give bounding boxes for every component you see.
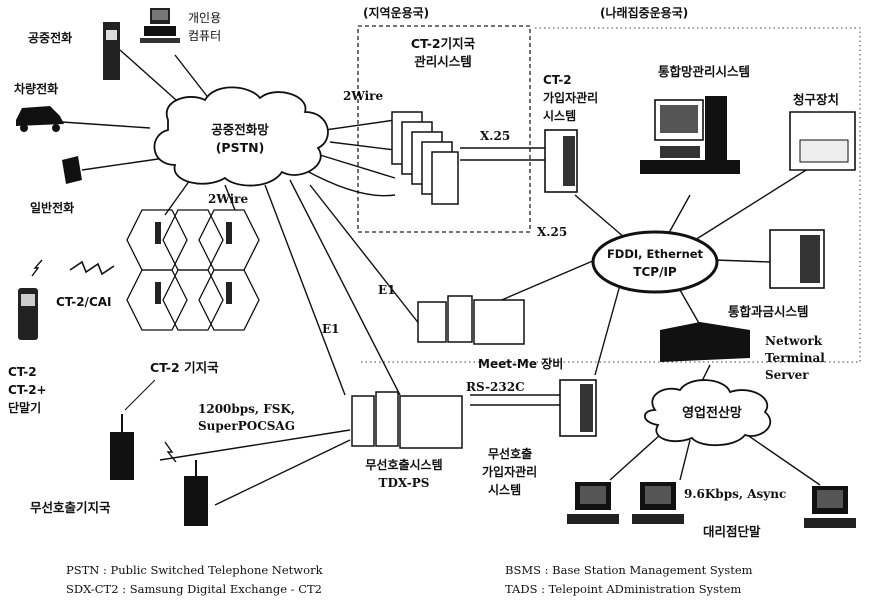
paging-system-label-2: TDX-PS xyxy=(379,476,430,490)
agency-terminal-label: 대리점단말 xyxy=(703,524,761,539)
fddi-ring xyxy=(591,230,719,294)
ct2-cai-label: CT-2/CAI xyxy=(56,295,112,309)
ct2-base-station-icons xyxy=(155,222,232,304)
bsms-label-1: CT-2기지국 xyxy=(411,36,476,51)
pc-label-1: 개인용 xyxy=(188,11,221,25)
ct2-base-label: CT-2 기지국 xyxy=(150,360,219,375)
payphone-label: 공중전화 xyxy=(28,30,72,45)
ct2-subscriber-server-icon xyxy=(544,129,578,193)
x25-mid-label: X.25 xyxy=(537,225,567,239)
x25-top-label: X.25 xyxy=(480,129,510,143)
twowire-mid-label: 2Wire xyxy=(208,192,248,206)
paging-subscriber-server-icon xyxy=(559,379,597,437)
ct2-subscriber-label-2: 가입자관리 xyxy=(543,90,598,105)
legend-bsms: BSMS : Base Station Management System xyxy=(505,563,753,577)
car-icon xyxy=(16,106,64,132)
pc-icon xyxy=(140,8,180,43)
carphone-label: 차량전화 xyxy=(14,81,58,96)
pstn-cloud xyxy=(153,86,329,187)
pstn-label: 공중전화망 xyxy=(211,122,269,137)
nms-workstation-icon xyxy=(640,96,740,174)
integrated-billing-server-icon xyxy=(769,229,825,289)
payphone-icon xyxy=(103,22,120,80)
paging-base-station-icon xyxy=(110,414,208,526)
network-terminal-server-icon xyxy=(660,322,750,362)
meetme-label: Meet-Me 장비 xyxy=(478,356,563,371)
nms-label: 통합망관리시스템 xyxy=(658,64,750,79)
ct2-subscriber-label-3: 시스템 xyxy=(543,108,576,123)
paging-subscriber-label-1: 무선호출 xyxy=(488,446,532,461)
meetme-equipment-icon xyxy=(417,295,525,345)
ct2-subscriber-label-1: CT-2 xyxy=(543,73,572,87)
connection-lines xyxy=(61,49,831,506)
ct2-handset-icon xyxy=(18,288,38,340)
national-region-boundary xyxy=(360,27,861,363)
paging-protocol-label-2: SuperPOCSAG xyxy=(198,419,295,433)
paging-radio-icon xyxy=(164,441,177,463)
terminal-label-1: CT-2 xyxy=(8,365,37,379)
paging-subscriber-label-2: 가입자관리 xyxy=(482,464,537,479)
handset-signal-icon xyxy=(31,259,43,277)
terminal-label-2: CT-2+ xyxy=(8,383,47,397)
business-net-cloud xyxy=(644,379,772,447)
regional-region-box xyxy=(357,25,531,233)
paging-system-icon xyxy=(351,391,463,449)
paging-protocol-label-1: 1200bps, FSK, xyxy=(198,402,295,416)
twowire-top-label: 2Wire xyxy=(343,89,383,103)
national-region-label: (나래집중운용국) xyxy=(600,5,688,20)
cai-radio-icon xyxy=(69,260,115,276)
fddi-protocol: TCP/IP xyxy=(633,265,677,279)
nts-label-1: Network xyxy=(765,334,823,348)
terminal-label-3: 단말기 xyxy=(8,400,41,415)
agency-terminal-icons xyxy=(567,482,856,528)
legend-pstn: PSTN : Public Switched Telephone Network xyxy=(66,563,324,577)
paging-system-label-1: 무선호출시스템 xyxy=(365,457,442,472)
paging-base-label: 무선호출기지국 xyxy=(30,500,111,515)
legend-tads: TADS : Telepoint ADministration System xyxy=(505,582,741,596)
pstn-abbrev: (PSTN) xyxy=(216,140,265,155)
integrated-billing-label: 통합과금시스템 xyxy=(728,304,809,319)
bsms-rack-icon xyxy=(391,111,459,205)
regional-region-label: (지역운용국) xyxy=(363,5,429,20)
business-net-label: 영업전산망 xyxy=(682,405,742,421)
rs232c-label: RS-232C xyxy=(466,380,525,394)
nts-label-3: Server xyxy=(765,368,809,382)
e1-b-label: E1 xyxy=(322,322,340,336)
e1-a-label: E1 xyxy=(378,283,396,297)
legend-sdx: SDX-CT2 : Samsung Digital Exchange - CT2 xyxy=(66,582,322,596)
paging-subscriber-label-3: 시스템 xyxy=(488,482,521,497)
cell-grid xyxy=(126,209,260,331)
async-label: 9.6Kbps, Async xyxy=(684,487,786,501)
nts-label-2: Terminal xyxy=(765,351,825,365)
fddi-label: FDDI, Ethernet xyxy=(607,247,704,261)
pc-label-2: 컴퓨터 xyxy=(188,29,221,43)
home-phone-icon xyxy=(62,156,82,184)
homephone-label: 일반전화 xyxy=(30,200,74,215)
bsms-label-2: 관리시스템 xyxy=(414,54,472,69)
billing-device-label: 청구장치 xyxy=(793,92,839,107)
billing-printer-icon xyxy=(789,111,856,171)
